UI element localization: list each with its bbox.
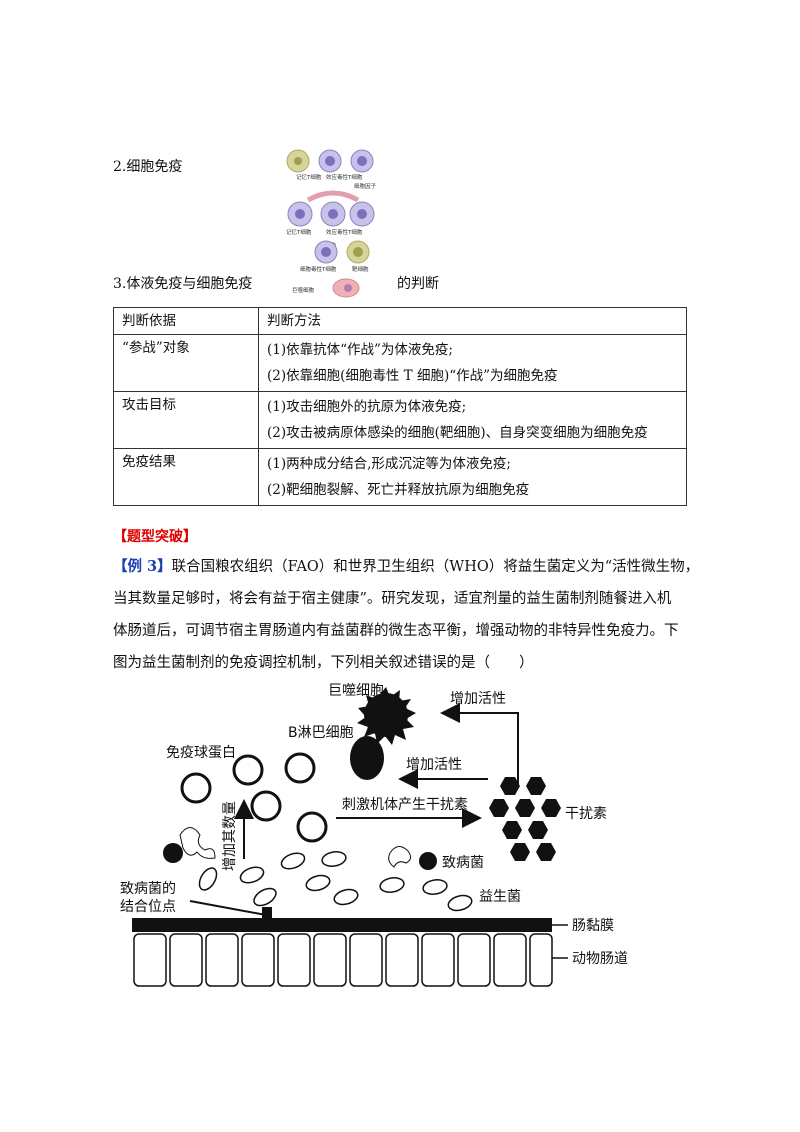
method-line: (2)靶细胞裂解、死亡并释放抗原为细胞免疫: [267, 482, 530, 498]
probiotic-immune-diagram: 巨噬细胞 增加活性 B淋巴细胞 增加活性 免疫球蛋白 增加其数量 刺激机体产生干…: [120, 683, 628, 987]
thumb-label-2a: 记忆T细胞: [286, 228, 312, 236]
thumb-label-1b: 效应毒性T细胞: [326, 173, 363, 181]
immunoglobulin-label: 免疫球蛋白: [166, 745, 236, 761]
table-cell-methods: (1)两种成分结合,形成沉淀等为体液免疫; (2)靶细胞裂解、死亡并释放抗原为细…: [258, 448, 687, 506]
binding-site-marker: [262, 907, 272, 919]
thumb-label-3b: 靶细胞: [352, 265, 369, 273]
judgement-table: 判断依据 判断方法 “参战”对象 (1)依靠抗体“作战”为体液免疫; (2)依靠…: [113, 307, 687, 506]
binding-site-label-2: 结合位点: [120, 899, 176, 915]
method-line: (1)依靠抗体“作战”为体液免疫;: [267, 342, 453, 358]
immunoglobulin-group: [180, 752, 328, 843]
table-cell-basis: 免疫结果: [113, 448, 259, 506]
macrophage-label: 巨噬细胞: [328, 683, 384, 699]
increase-activity-label-1: 增加活性: [450, 691, 506, 707]
intestine-label: 动物肠道: [572, 951, 628, 967]
table-header-method: 判断方法: [258, 307, 687, 335]
table-cell-basis: 攻击目标: [113, 391, 259, 449]
method-line: (2)攻击被病原体感染的细胞(靶细胞)、自身突变细胞为细胞免疫: [267, 425, 648, 441]
table-header-row: 判断依据 判断方法: [113, 307, 687, 335]
pathogen-left: [163, 827, 216, 863]
example-line: 当其数量足够时，将会有益于宿主健康”。研究发现，适宜剂量的益生菌制剂随餐进入机: [113, 591, 672, 607]
increase-number-label: 增加其数量: [222, 801, 238, 871]
method-line: (1)攻击细胞外的抗原为体液免疫;: [267, 399, 467, 415]
method-line: (2)依靠细胞(细胞毒性 T 细胞)“作战”为细胞免疫: [267, 368, 558, 384]
table-cell-methods: (1)攻击细胞外的抗原为体液免疫; (2)攻击被病原体感染的细胞(靶细胞)、自身…: [258, 391, 687, 449]
table-cell-methods: (1)依靠抗体“作战”为体液免疫; (2)依靠细胞(细胞毒性 T 细胞)“作战”…: [258, 334, 687, 392]
cellular-immunity-thumbnail: 记忆T细胞 效应毒性T细胞 细胞因子 记忆T细胞 效应毒性T细胞 细胞毒性T细胞…: [286, 149, 377, 298]
pathogen-label: 致病菌: [442, 855, 484, 871]
interferon-group: [489, 777, 561, 861]
increase-activity-label-2: 增加活性: [406, 757, 462, 773]
stimulate-interferon-label: 刺激机体产生干扰素: [342, 796, 468, 813]
section-2-title: 2.细胞免疫: [113, 159, 183, 175]
macrophage-cell: [357, 687, 416, 745]
example-line: 体肠道后，可调节宿主胃肠道内有益菌群的微生态平衡，增强动物的非特异性免疫力。下: [113, 623, 679, 639]
table-row: 攻击目标 (1)攻击细胞外的抗原为体液免疫; (2)攻击被病原体感染的细胞(靶细…: [113, 391, 687, 449]
method-line: (1)两种成分结合,形成沉淀等为体液免疫;: [267, 456, 511, 472]
probiotic-group: [198, 851, 473, 912]
example-line: 图为益生菌制剂的免疫调控机制，下列相关叙述错误的是（ ）: [113, 655, 534, 671]
example-line: 联合国粮农组织（FAO）和世界卫生组织（WHO）将益生菌定义为“活性微生物，: [171, 559, 700, 575]
thumb-label-1c: 细胞因子: [354, 182, 377, 190]
example-label: 【例 3】: [113, 558, 172, 575]
interferon-label: 干扰素: [565, 806, 607, 822]
thumb-label-4: 巨噬细胞: [292, 286, 315, 294]
thumb-label-2b: 效应毒性T细胞: [326, 228, 363, 236]
probiotic-label: 益生菌: [479, 889, 521, 905]
breakthrough-title: 【题型突破】: [113, 529, 197, 545]
b-lymphocyte-cell: [350, 736, 384, 780]
table-row: “参战”对象 (1)依靠抗体“作战”为体液免疫; (2)依靠细胞(细胞毒性 T …: [113, 334, 687, 392]
section-3-title: 3.体液免疫与细胞免疫: [113, 276, 253, 292]
thumb-label-3a: 细胞毒性T细胞: [300, 265, 337, 273]
intestinal-cells: [133, 933, 553, 987]
binding-site-label-1: 致病菌的: [120, 881, 176, 897]
example-3-paragraph: 【例 3】联合国粮农组织（FAO）和世界卫生组织（WHO）将益生菌定义为“活性微…: [113, 551, 699, 679]
table-row: 免疫结果 (1)两种成分结合,形成沉淀等为体液免疫; (2)靶细胞裂解、死亡并释…: [113, 448, 687, 506]
thumb-label-1a: 记忆T细胞: [296, 173, 322, 181]
b-lymphocyte-label: B淋巴细胞: [288, 725, 354, 741]
pathogen-right: [388, 846, 437, 870]
table-cell-basis: “参战”对象: [113, 334, 259, 392]
intestinal-mucosa: [132, 918, 552, 932]
mucosa-label: 肠黏膜: [572, 918, 614, 934]
table-header-basis: 判断依据: [113, 307, 259, 335]
section-3-title-suffix: 的判断: [397, 276, 439, 292]
